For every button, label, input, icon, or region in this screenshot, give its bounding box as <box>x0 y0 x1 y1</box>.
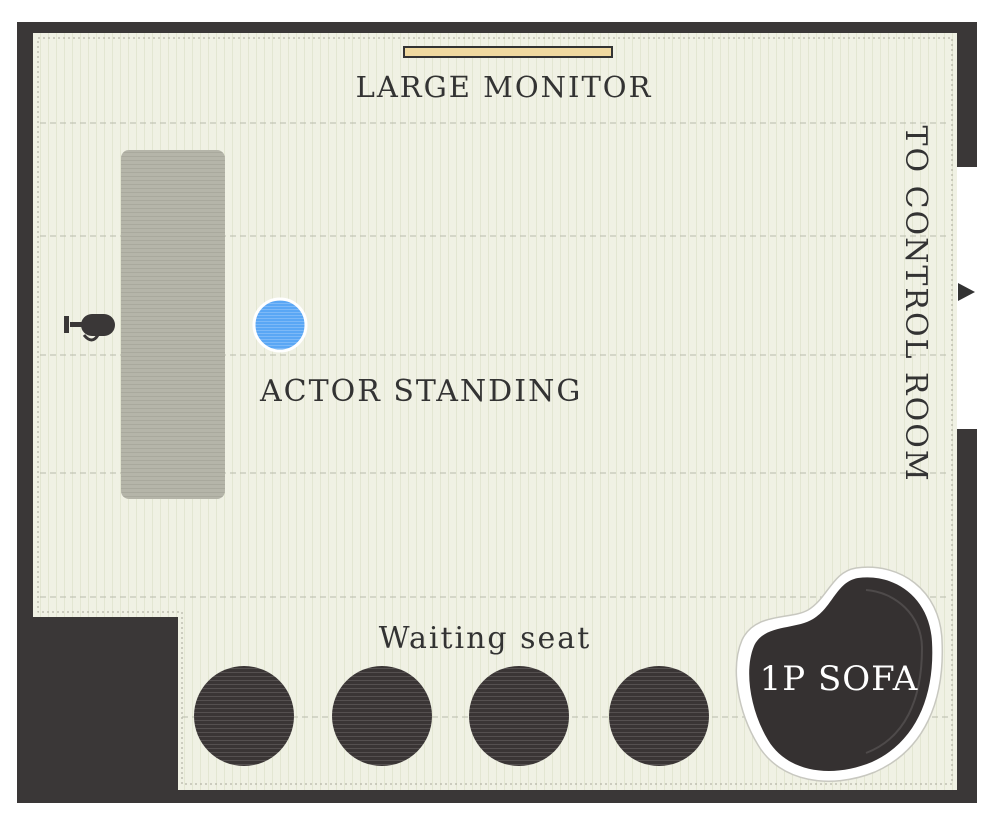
monitor-label: LARGE MONITOR <box>356 70 653 104</box>
microphone-icon <box>64 314 115 342</box>
waiting-seat <box>194 666 294 766</box>
table <box>121 150 225 499</box>
floor-border <box>37 37 953 785</box>
floor-area <box>33 33 957 790</box>
actor-position <box>252 297 308 353</box>
sofa <box>749 577 933 771</box>
waiting-seat <box>469 666 569 766</box>
sofa-label: 1P SOFA <box>760 659 919 699</box>
waiting-seat <box>332 666 432 766</box>
actor-label: ACTOR STANDING <box>259 374 582 409</box>
arrow-right-icon[interactable] <box>958 283 975 301</box>
large-monitor <box>403 46 613 58</box>
control-room-label: TO CONTROL ROOM <box>898 125 933 482</box>
waiting-seat-label: Waiting seat <box>379 621 592 656</box>
sofa-seat-line <box>865 589 924 754</box>
waiting-seat <box>609 666 709 766</box>
